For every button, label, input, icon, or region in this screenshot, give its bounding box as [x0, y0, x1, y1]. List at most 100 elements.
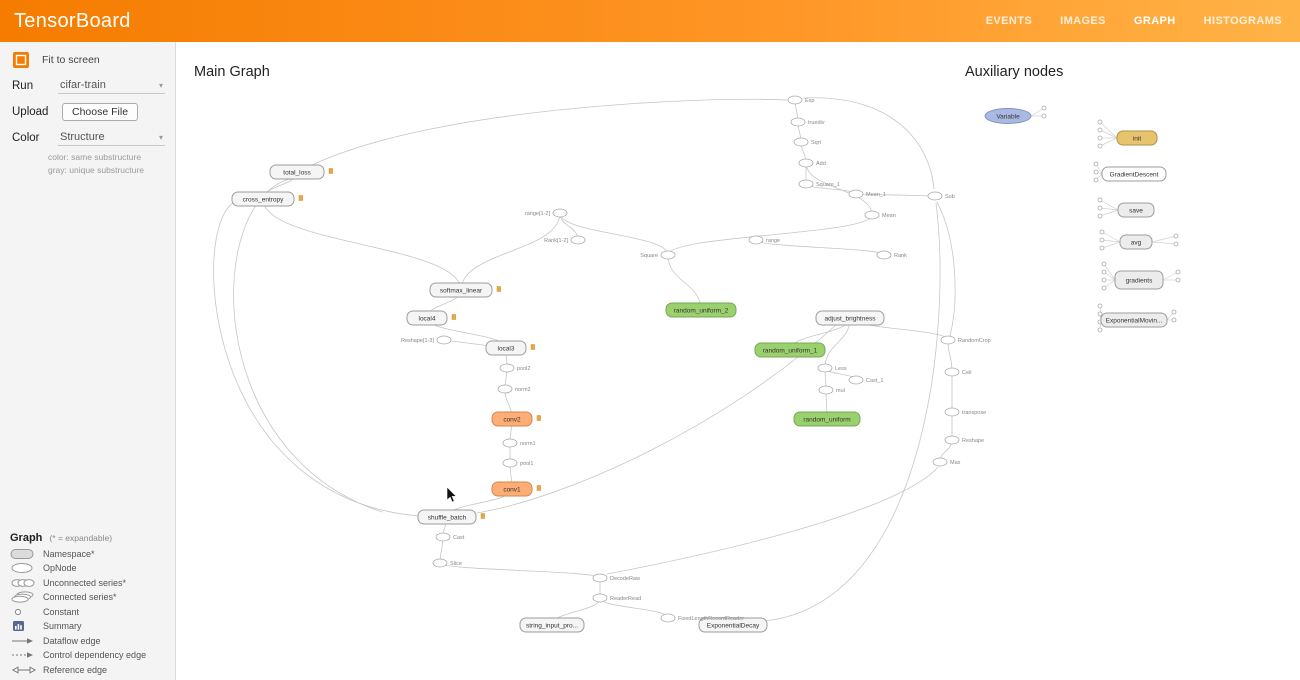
- graph-node-range_12[interactable]: range[1-2]: [525, 208, 568, 218]
- graph-node-conv1[interactable]: conv1: [491, 481, 541, 497]
- constant-node[interactable]: [1171, 317, 1177, 323]
- nav-images[interactable]: IMAGES: [1060, 15, 1106, 27]
- constant-node[interactable]: [1101, 285, 1107, 291]
- graph-node-square_1[interactable]: Square_1: [798, 179, 840, 189]
- constant-node[interactable]: [1097, 303, 1103, 309]
- constant-node[interactable]: [1099, 237, 1105, 243]
- run-dropdown[interactable]: cifar-train ▾: [58, 78, 165, 94]
- graph-node-cross_entropy[interactable]: cross_entropy: [231, 191, 303, 207]
- graph-node-decode_raw[interactable]: DecodeRaw: [592, 573, 640, 583]
- fit-to-screen-icon[interactable]: [12, 51, 30, 69]
- graph-canvas[interactable]: total_loss cross_entropy softmax_linearloc…: [176, 42, 1300, 680]
- constant-node[interactable]: [1097, 213, 1103, 219]
- graph-node-pool1[interactable]: pool1: [502, 458, 533, 468]
- constant-node[interactable]: [1093, 169, 1099, 175]
- graph-node-norm2[interactable]: norm2: [497, 384, 531, 394]
- graph-node-slice[interactable]: Slice: [432, 558, 462, 568]
- graph-node-sqrt[interactable]: Sqrt: [793, 137, 822, 147]
- run-row: Run cifar-train ▾: [0, 69, 175, 94]
- graph-node-exp_moving[interactable]: ExponentialMovin...: [1100, 312, 1168, 328]
- graph-node-reader_read[interactable]: ReaderRead: [592, 593, 641, 603]
- graph-node-cast_1[interactable]: Cast_1: [848, 375, 883, 385]
- summary-icon: [530, 344, 535, 350]
- constant-node[interactable]: [1097, 205, 1103, 211]
- constant-node[interactable]: [1175, 269, 1181, 275]
- graph-node-reshape_r[interactable]: Reshape: [944, 435, 984, 445]
- graph-node-init[interactable]: init: [1116, 130, 1158, 146]
- graph-node-ceil[interactable]: Ceil: [944, 367, 971, 377]
- graph-node-mul[interactable]: mul: [818, 385, 845, 395]
- graph-node-less[interactable]: Less: [817, 363, 847, 373]
- svg-text:conv2: conv2: [503, 416, 521, 423]
- graph-node-string_input[interactable]: string_input_pro...: [519, 617, 585, 633]
- constant-node[interactable]: [1173, 233, 1179, 239]
- graph-node-transpose[interactable]: transpose: [944, 407, 986, 417]
- graph-node-random_crop[interactable]: RandomCrop: [940, 335, 991, 345]
- graph-node-total_loss[interactable]: total_loss: [269, 164, 333, 180]
- summary-icon: [10, 620, 36, 632]
- constant-node[interactable]: [1041, 105, 1047, 111]
- svg-text:mul: mul: [836, 388, 845, 394]
- constant-node[interactable]: [1097, 311, 1103, 317]
- legend-label: Summary: [43, 621, 82, 632]
- constant-node[interactable]: [1097, 143, 1103, 149]
- constant-node[interactable]: [1097, 197, 1103, 203]
- nav-events[interactable]: EVENTS: [985, 15, 1033, 27]
- nav-histograms[interactable]: HISTOGRAMS: [1203, 15, 1282, 27]
- graph-node-gradient_descent[interactable]: GradientDescent: [1101, 166, 1167, 182]
- graph-node-max_1[interactable]: Max: [932, 457, 961, 467]
- constant-node[interactable]: [1101, 261, 1107, 267]
- graph-node-exp_decay[interactable]: ExponentialDecay: [698, 617, 768, 633]
- constant-node[interactable]: [1041, 113, 1047, 119]
- graph-node-gradients[interactable]: gradients: [1114, 270, 1164, 290]
- graph-node-random_uniform_2[interactable]: random_uniform_2: [665, 302, 737, 318]
- constant-node[interactable]: [1097, 119, 1103, 125]
- graph-node-rank[interactable]: Rank: [876, 250, 907, 260]
- constant-node[interactable]: [1097, 135, 1103, 141]
- choose-file-button[interactable]: Choose File: [62, 103, 139, 121]
- graph-node-mean_1[interactable]: Mean_1: [848, 189, 886, 199]
- nav-graph[interactable]: GRAPH: [1133, 15, 1176, 27]
- graph-node-adjust_brightness[interactable]: adjust_brightness: [815, 310, 885, 326]
- color-dropdown[interactable]: Structure ▾: [58, 130, 165, 146]
- constant-node[interactable]: [1175, 277, 1181, 283]
- constant-node[interactable]: [1093, 177, 1099, 183]
- constant-node[interactable]: [1173, 241, 1179, 247]
- graph-node-add[interactable]: Add: [798, 158, 826, 168]
- graph-node-flrr[interactable]: FixedLengthRecordReader: [660, 613, 744, 623]
- graph-node-sub[interactable]: Sub: [927, 191, 955, 201]
- constant-node[interactable]: [1101, 277, 1107, 283]
- graph-node-save[interactable]: save: [1117, 202, 1155, 218]
- svg-text:local3: local3: [498, 345, 515, 352]
- graph-node-exp[interactable]: Exp: [787, 95, 814, 105]
- graph-node-random_uniform[interactable]: random_uniform: [793, 411, 861, 427]
- graph-node-local3[interactable]: local3: [485, 340, 535, 356]
- graph-node-square[interactable]: Square: [640, 250, 676, 260]
- graph-node-random_uniform_1[interactable]: random_uniform_1: [754, 342, 826, 358]
- graph-node-rank_12[interactable]: Rank[1-2]: [544, 235, 586, 245]
- graph-node-norm1[interactable]: norm1: [502, 438, 536, 448]
- auxiliary-nodes-title: Auxiliary nodes: [965, 64, 1064, 80]
- graph-node-range[interactable]: range: [748, 235, 780, 245]
- constant-node[interactable]: [1101, 269, 1107, 275]
- graph-node-variable_aux[interactable]: Variable: [984, 108, 1032, 124]
- graph-node-mean[interactable]: Mean: [864, 210, 896, 220]
- graph-node-avg[interactable]: avg: [1119, 234, 1153, 250]
- namespace-icon: [10, 548, 36, 560]
- constant-node[interactable]: [1171, 309, 1177, 315]
- graph-node-pool2[interactable]: pool2: [499, 363, 530, 373]
- legend-item-summary: Summary: [10, 619, 167, 634]
- graph-node-softmax_linear[interactable]: softmax_linear: [429, 282, 501, 298]
- graph-node-truediv[interactable]: truediv: [790, 117, 825, 127]
- constant-node[interactable]: [1097, 127, 1103, 133]
- constant-node[interactable]: [1097, 327, 1103, 333]
- graph-node-shuffle_batch[interactable]: shuffle_batch: [417, 509, 485, 525]
- constant-node[interactable]: [1099, 229, 1105, 235]
- graph-node-reshape_13[interactable]: Reshape[1-3]: [401, 335, 452, 345]
- graph-node-local4[interactable]: local4: [406, 310, 456, 326]
- svg-text:GradientDescent: GradientDescent: [1110, 171, 1159, 178]
- constant-node[interactable]: [1093, 161, 1099, 167]
- constant-node[interactable]: [1099, 245, 1105, 251]
- graph-node-conv2[interactable]: conv2: [491, 411, 541, 427]
- graph-node-cast[interactable]: Cast: [435, 532, 465, 542]
